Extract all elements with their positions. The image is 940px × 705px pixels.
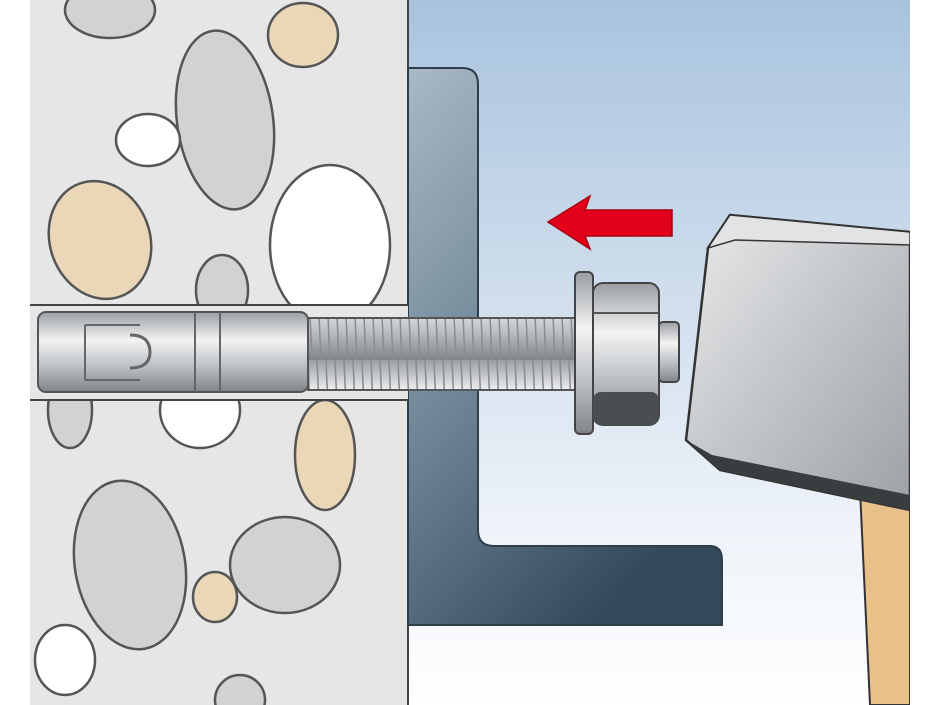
hammer <box>684 0 940 705</box>
anchor-bolt <box>0 304 579 401</box>
washer <box>574 271 594 435</box>
hex-nut-and-washer <box>574 271 680 435</box>
direction-arrow-left-icon <box>546 194 673 251</box>
